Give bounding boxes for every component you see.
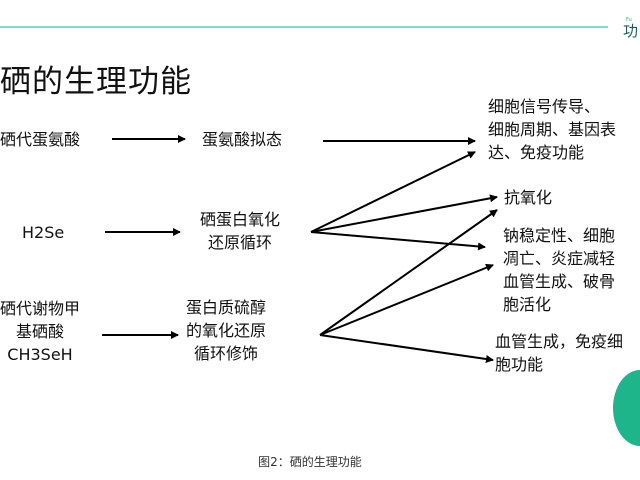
mid-protein-thiol-redox: 蛋白质硫醇 的氧化还原 循环修饰 [186,298,267,363]
source-methylselenol: 硒代谢物甲 基硒酸 CH3SeH [0,299,81,364]
mid-selenoprotein-redox: 硒蛋白氧化 还原循环 [200,210,281,252]
target-antioxidant: 抗氧化 [504,188,553,207]
target-apoptosis: 钠稳定性、细胞 凋亡、炎症减轻 血管生成、破骨 胞活化 [503,226,616,314]
source-selenomethionine: 硒代蛋氨酸 [0,130,81,149]
arrow [319,209,498,336]
logo: 功 [623,22,639,40]
header-rule [0,26,608,28]
target-cell-signaling: 细胞信号传导、 细胞周期、基因表 达、免疫功能 [488,97,617,162]
mid-methionine-mimic: 蛋氨酸拟态 [202,130,283,149]
arrow [310,194,498,233]
arrow [319,263,494,336]
target-angiogenesis: 血管生成，免疫细 胞功能 [495,332,624,374]
logo-text: Fu [626,17,632,23]
arrow [310,231,486,251]
source-h2se: H2Se [22,223,65,242]
arrow [310,151,476,233]
slide-title: 硒的生理功能 [0,64,192,100]
arrow [319,334,494,363]
figure-caption: 图2：硒的生理功能 [258,455,362,469]
